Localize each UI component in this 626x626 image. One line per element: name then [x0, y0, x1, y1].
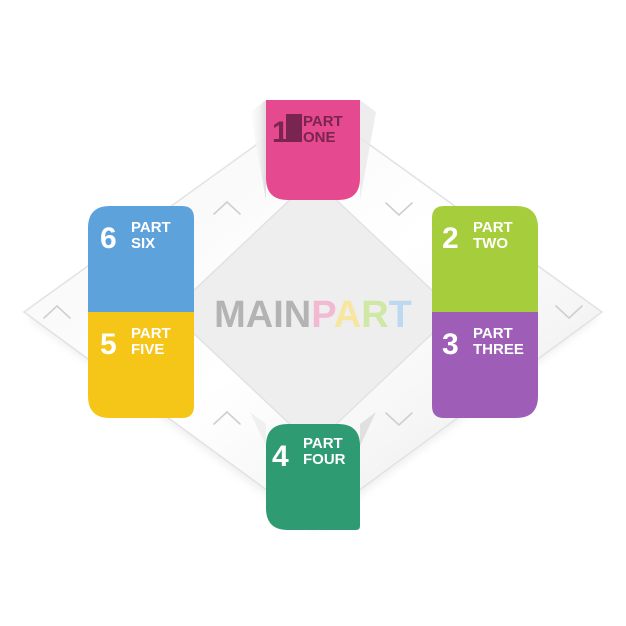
center-title-part-p: P: [311, 294, 336, 336]
tab-number-bar: [286, 114, 302, 142]
chevron-down-icon: [385, 202, 413, 217]
center-title-main: MAIN: [214, 294, 311, 336]
tab-number: 4: [272, 440, 289, 473]
tab-number: 1: [272, 116, 289, 149]
tab-fold-left: [250, 412, 266, 446]
tab-shape: [266, 424, 360, 530]
tab-number: 3: [442, 328, 459, 361]
tab-part-four: 4 PART FOUR: [250, 412, 376, 530]
center-title: MAINPART: [214, 294, 412, 336]
tab-word1: PART: [131, 219, 171, 236]
tab-word1: PART: [131, 325, 171, 342]
tab-word1: PART: [473, 325, 513, 342]
tab-fold-right: [360, 100, 376, 200]
center-title-part-a: A: [334, 294, 361, 336]
tab-word2: FOUR: [303, 451, 346, 468]
chevron-down-icon: [385, 412, 413, 427]
tab-word2: ONE: [303, 129, 336, 146]
tab-shape: [432, 206, 538, 312]
chevron-up-icon: [43, 304, 71, 319]
tab-shape: [88, 312, 194, 418]
tab-part-two: 2 PART TWO: [432, 206, 538, 312]
tab-number: 5: [100, 328, 117, 361]
tab-number: 2: [442, 222, 459, 255]
tab-word2: FIVE: [131, 341, 164, 358]
tab-fold-right: [360, 412, 376, 446]
tab-shape: [432, 312, 538, 418]
center-title-part-r: R: [361, 294, 388, 336]
tab-word2: SIX: [131, 235, 155, 252]
tab-part-three: 3 PART THREE: [432, 312, 538, 418]
tab-part-five: 5 PART FIVE: [88, 312, 194, 418]
chevron-up-icon: [213, 410, 241, 425]
tab-word1: PART: [303, 435, 343, 452]
tab-word2: THREE: [473, 341, 524, 358]
center-title-part-t: T: [389, 294, 412, 336]
tab-shape: [88, 206, 194, 312]
tab-fold-left: [250, 100, 266, 200]
tab-part-one: 1 PART ONE: [250, 100, 376, 200]
tab-number: 6: [100, 222, 117, 255]
tab-word1: PART: [473, 219, 513, 236]
chevron-up-icon: [213, 200, 241, 215]
tab-part-six: 6 PART SIX: [88, 206, 194, 312]
tab-word1: PART: [303, 113, 343, 130]
tab-word2: TWO: [473, 235, 508, 252]
chevron-down-icon: [555, 305, 583, 320]
